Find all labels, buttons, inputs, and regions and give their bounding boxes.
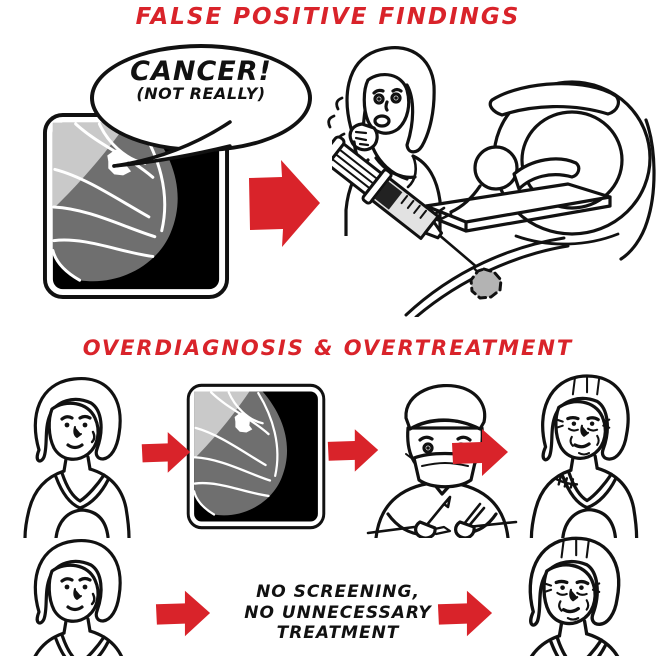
- elderly-woman-scar-icon: [529, 374, 639, 538]
- speech-bubble-tail: [112, 120, 232, 168]
- elderly-woman-icon: [516, 536, 630, 656]
- red-arrow-icon: [155, 590, 211, 637]
- red-arrow-icon: [141, 432, 191, 473]
- surgery-scar: [555, 475, 579, 489]
- healthy-woman-icon: [23, 538, 131, 656]
- red-arrow-icon: [452, 429, 508, 476]
- healthy-woman-icon: [23, 376, 131, 538]
- no-screening-caption-line2: NO UNNECESSARY: [244, 602, 432, 623]
- speech-bubble-line1: CANCER!: [130, 56, 272, 87]
- red-arrow-icon: [327, 429, 379, 472]
- section-title-overdiagnosis: OVERDIAGNOSIS & OVERTREATMENT: [82, 336, 574, 360]
- no-screening-caption: NO SCREENING, NO UNNECESSARY TREATMENT: [218, 582, 458, 644]
- mammogram-icon: [186, 383, 326, 530]
- red-arrow-icon: [249, 160, 320, 247]
- speech-bubble-line2: (NOT REALLY): [136, 84, 266, 104]
- speech-bubble-text: CANCER! (NOT REALLY): [90, 56, 312, 104]
- no-screening-caption-line3: TREATMENT: [276, 623, 400, 644]
- marked-lesion-blob: [469, 267, 503, 300]
- section-title-false-positive: FALSE POSITIVE FINDINGS: [135, 4, 521, 30]
- no-screening-caption-line1: NO SCREENING,: [256, 582, 420, 602]
- biopsy-syringe-icon: [332, 135, 570, 317]
